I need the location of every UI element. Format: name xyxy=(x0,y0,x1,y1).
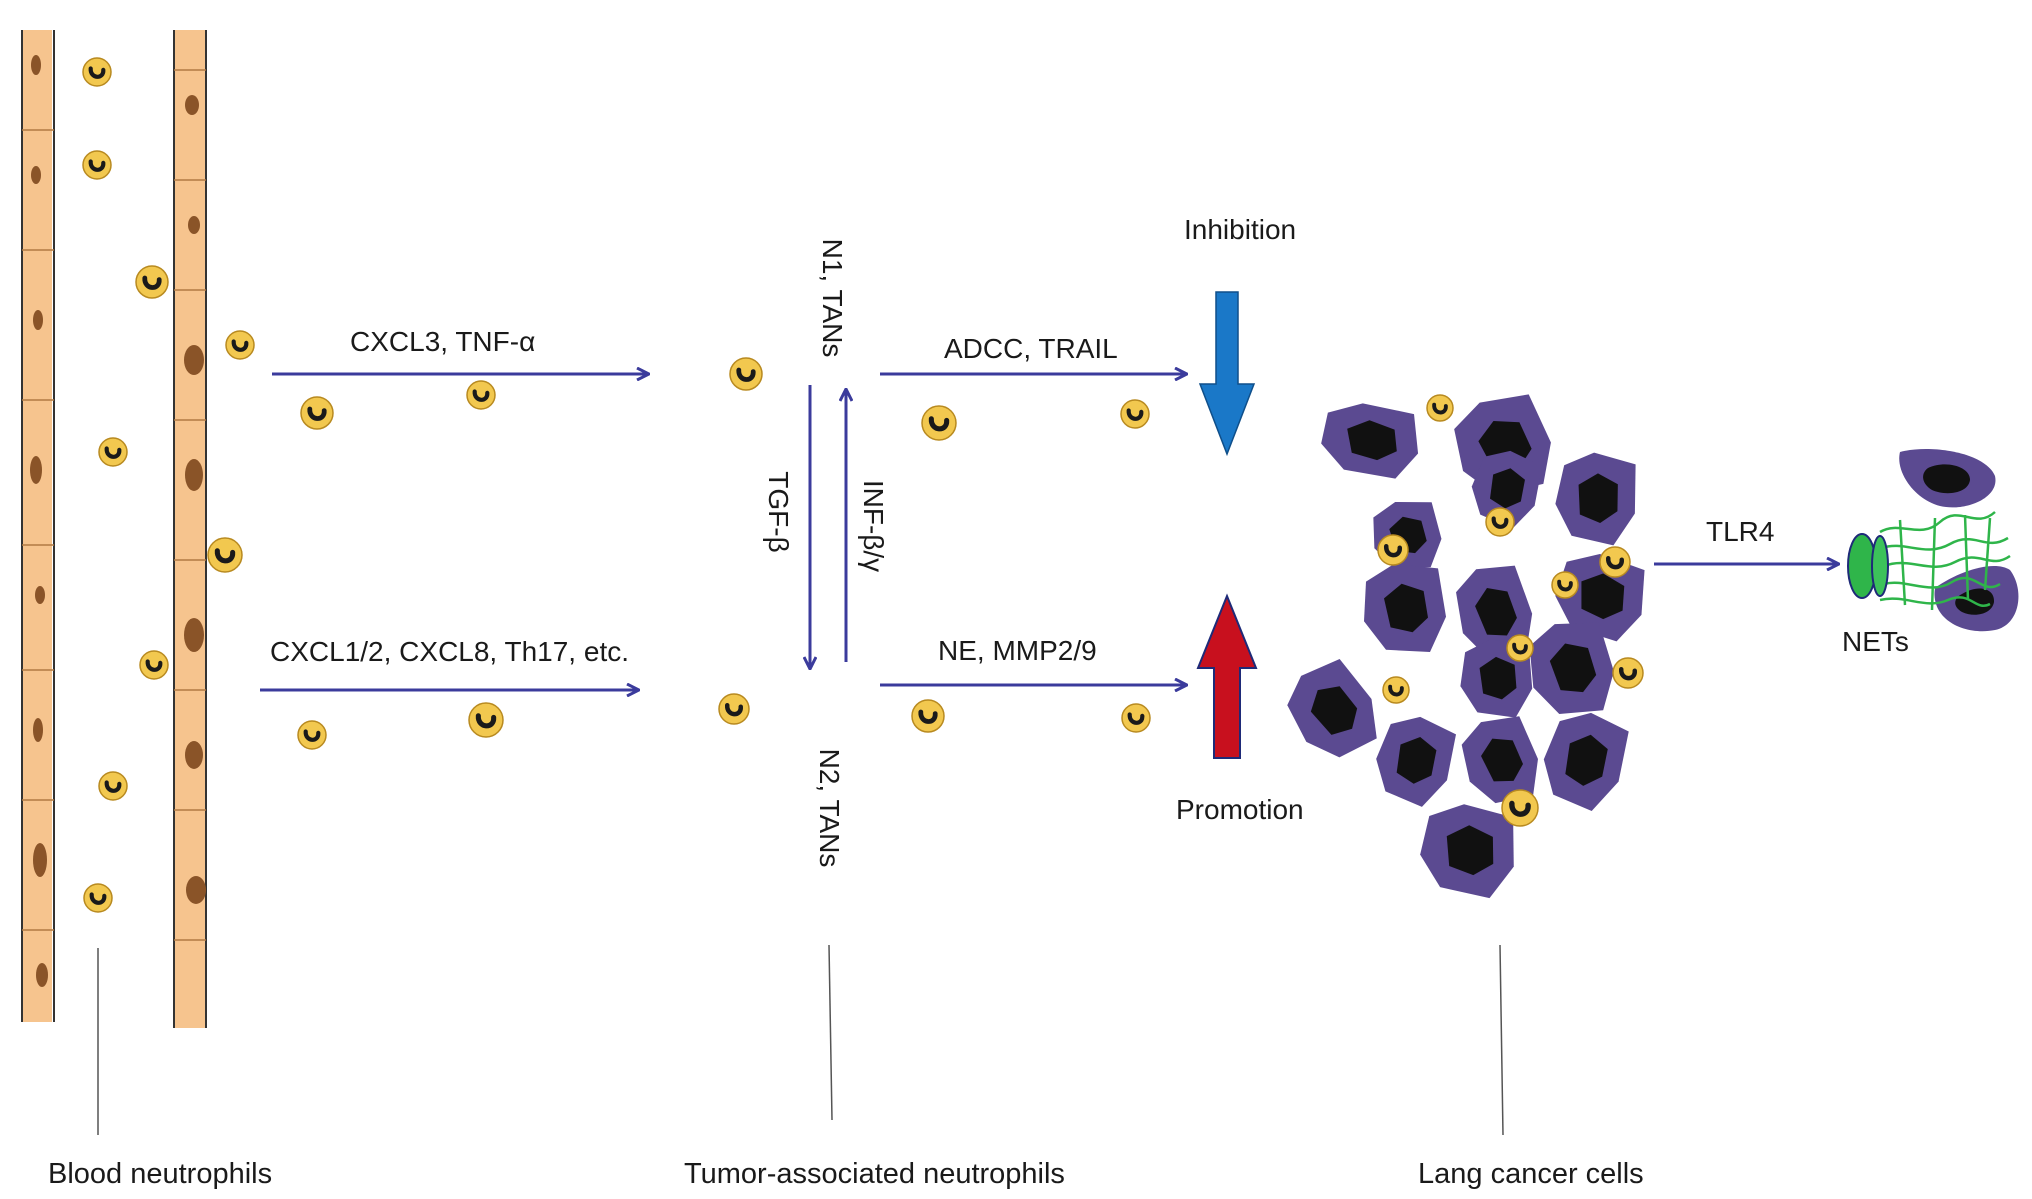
label-n2-effect: NE, MMP2/9 xyxy=(938,635,1097,666)
cancer-cell xyxy=(1287,658,1377,758)
neutrophil xyxy=(1506,634,1534,662)
promotion-arrow xyxy=(1196,593,1258,759)
cancer-cell-nucleus xyxy=(1479,656,1517,700)
neutrophil xyxy=(135,265,169,299)
cancer-cell xyxy=(1373,501,1442,569)
neutrophil xyxy=(98,771,128,801)
cancer-cell-nucleus xyxy=(1446,825,1494,876)
nets-receptor-right xyxy=(1871,535,1889,597)
cancer-cell xyxy=(1420,804,1514,899)
neutrophil xyxy=(468,702,504,738)
neutrophil xyxy=(297,720,327,750)
cancer-cell xyxy=(1376,716,1456,807)
neutrophil xyxy=(729,357,763,391)
neutrophil xyxy=(466,380,496,410)
caption-lang-cancer-cells: Lang cancer cells xyxy=(1418,1158,1644,1190)
label-n1-effect: ADCC, TRAIL xyxy=(944,333,1118,364)
cancer-cell xyxy=(1529,622,1614,715)
label-blood-flow-factors: CXCL3, TNF-α xyxy=(350,326,536,357)
neutrophil xyxy=(82,57,112,87)
neutrophil xyxy=(718,693,750,725)
neutrophil xyxy=(83,883,113,913)
nets-cell-nucleus-top xyxy=(1923,464,1970,494)
net-fibers xyxy=(1879,511,2011,611)
neutrophil xyxy=(139,650,169,680)
neutrophil xyxy=(1377,534,1409,566)
neutrophil xyxy=(207,537,243,573)
cancer-cell xyxy=(1364,564,1446,652)
label-tgf-beta: TGF-β xyxy=(763,471,794,553)
cancer-cell-nucleus xyxy=(1310,686,1358,735)
caption-line-tumor xyxy=(828,944,833,1121)
cancer-cell-nucleus xyxy=(1481,738,1523,782)
cancer-cell xyxy=(1321,403,1419,479)
cancer-cell xyxy=(1543,712,1629,812)
cancer-cell-nucleus xyxy=(1581,573,1625,620)
blood-vessel-left xyxy=(21,30,55,1022)
neutrophil xyxy=(1426,394,1454,422)
caption-blood-neutrophils: Blood neutrophils xyxy=(48,1158,273,1190)
neutrophil xyxy=(1551,571,1579,599)
label-n1-tans: N1, TANs xyxy=(817,238,848,358)
neutrophil xyxy=(921,405,957,441)
neutrophil xyxy=(82,150,112,180)
label-promotion: Promotion xyxy=(1176,794,1304,825)
inhibition-arrow xyxy=(1198,291,1256,457)
neutrophil xyxy=(1120,399,1150,429)
cancer-cell-nucleus xyxy=(1565,734,1608,786)
cancer-cell-nucleus xyxy=(1384,583,1428,633)
neutrophil xyxy=(98,437,128,467)
blood-vessel-right xyxy=(173,30,207,1028)
neutrophil xyxy=(225,330,255,360)
neutrophil xyxy=(1501,789,1539,827)
cancer-cell-nucleus xyxy=(1396,736,1437,784)
neutrophil xyxy=(1599,546,1631,578)
label-inf-beta-gamma: INF-β/γ xyxy=(858,479,889,573)
cancer-cell xyxy=(1461,716,1538,804)
neutrophil xyxy=(1612,657,1644,689)
label-nets: NETs xyxy=(1842,626,1909,657)
cancer-cell xyxy=(1471,450,1543,529)
label-n2-tans: N2, TANs xyxy=(814,748,845,868)
neutrophil-group xyxy=(82,57,1644,913)
cancer-cell xyxy=(1555,452,1636,546)
neutrophil xyxy=(1382,676,1410,704)
neutrophil xyxy=(911,699,945,733)
label-recruit-factors: CXCL1/2, CXCL8, Th17, etc. xyxy=(270,636,629,667)
cancer-cell-nucleus xyxy=(1490,468,1525,509)
caption-line-cancer xyxy=(1499,944,1504,1136)
cancer-cell-nucleus xyxy=(1578,473,1618,523)
label-tlr4: TLR4 xyxy=(1706,516,1775,547)
neutrophil xyxy=(1121,703,1151,733)
neutrophil xyxy=(1485,507,1515,537)
cancer-cell xyxy=(1456,565,1533,659)
nets-illustration xyxy=(1847,449,2019,632)
cancer-cell-nucleus xyxy=(1549,643,1597,693)
caption-tumor-associated-neutrophils: Tumor-associated neutrophils xyxy=(684,1158,1065,1190)
cancer-cell-nucleus xyxy=(1347,420,1397,461)
cancer-cell-nucleus xyxy=(1475,588,1517,636)
label-inhibition: Inhibition xyxy=(1184,214,1297,245)
neutrophil xyxy=(300,396,334,430)
cancer-cell-cluster xyxy=(1287,394,1645,899)
